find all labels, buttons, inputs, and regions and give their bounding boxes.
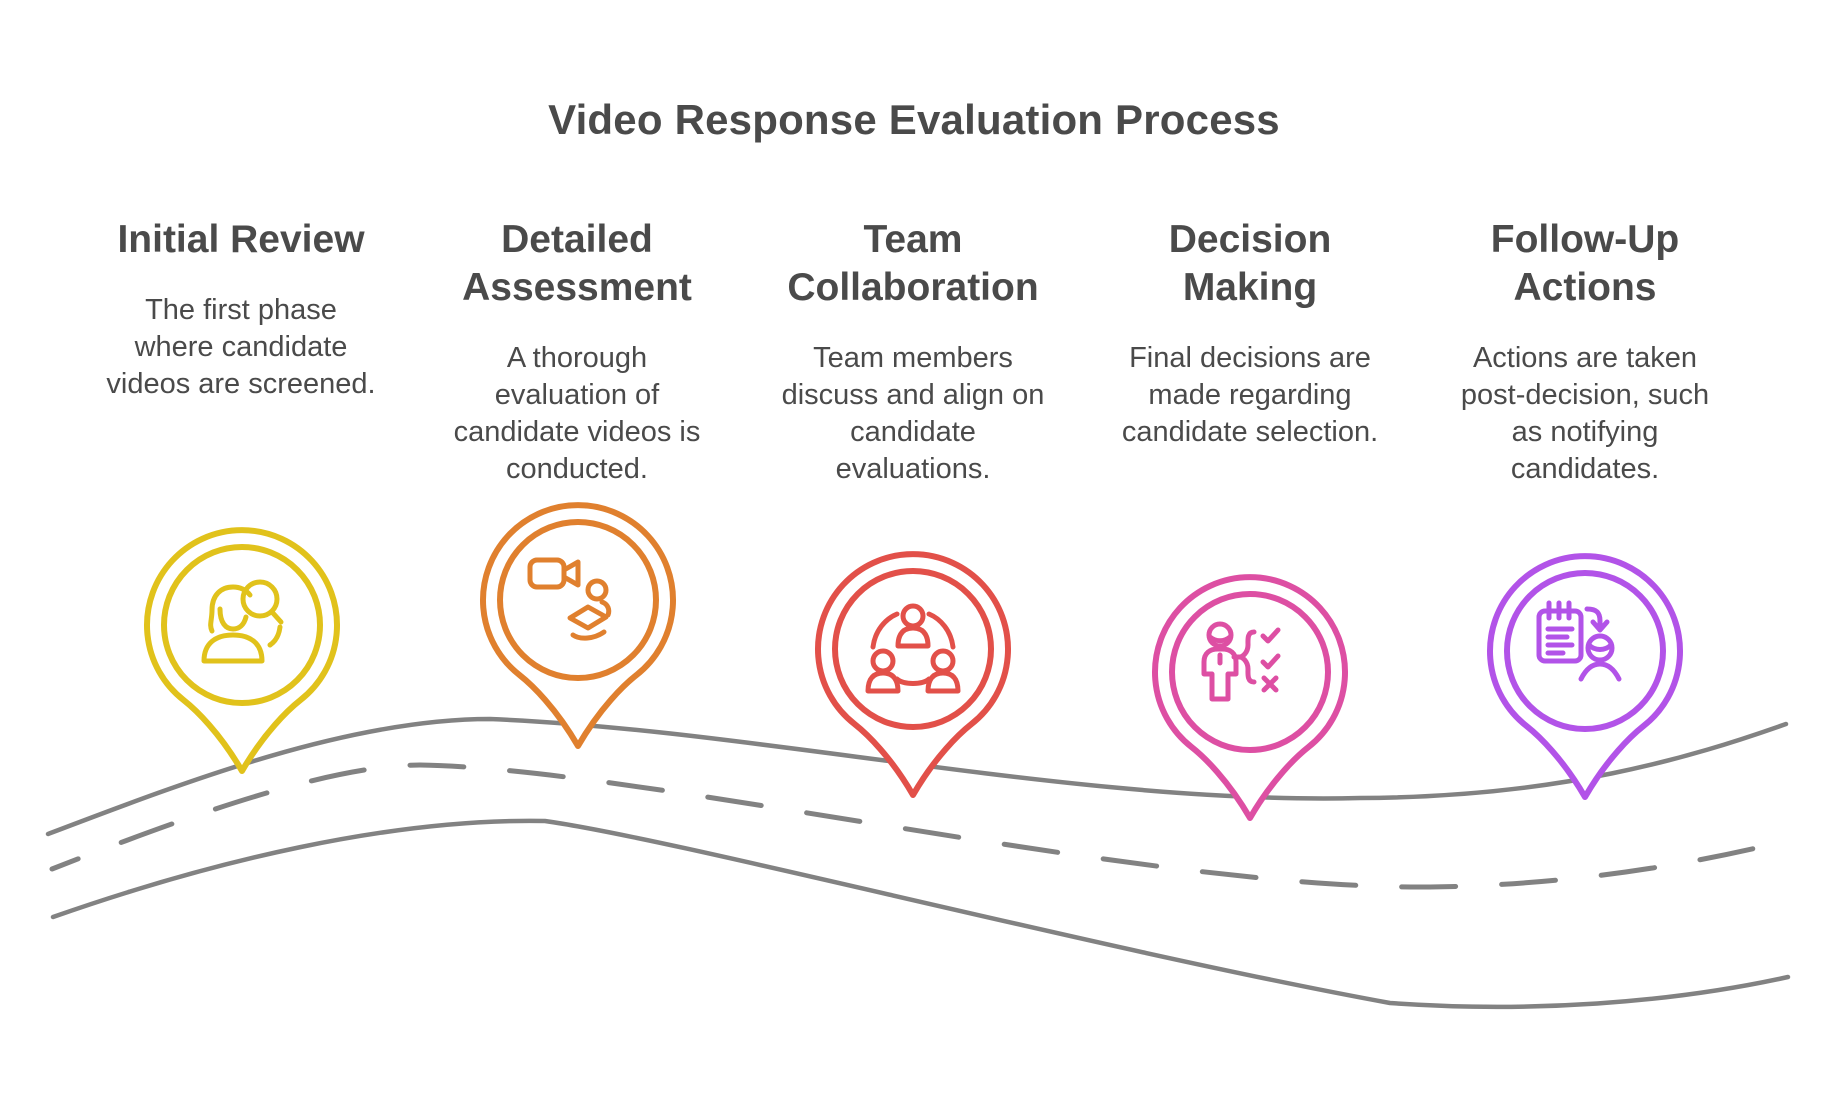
candidate-search-icon: [201, 579, 284, 664]
stage-pin-team-collaboration: [815, 551, 1011, 798]
stage-description: Team members discuss and align on candid…: [781, 341, 1045, 486]
stage-follow-up-actions: Follow-Up Actions Actions are taken post…: [1415, 216, 1755, 488]
stage-detailed-assessment: Detailed Assessment A thorough evaluatio…: [407, 216, 747, 488]
stage-initial-review: Initial Review The first phase where can…: [71, 216, 411, 403]
stage-heading: Decision Making: [1168, 218, 1332, 309]
stage-pin-follow-up-actions: [1487, 553, 1683, 800]
stage-description: The first phase where candidate videos a…: [106, 293, 376, 401]
stage-description: Final decisions are made regarding candi…: [1121, 341, 1379, 449]
stage-description: Actions are taken post-decision, such as…: [1460, 341, 1710, 486]
stage-heading: Initial Review: [117, 218, 365, 261]
team-network-icon: [865, 603, 961, 694]
stage-decision-making: Decision Making Final decisions are made…: [1080, 216, 1420, 451]
stage-pin-detailed-assessment: [480, 502, 676, 749]
stage-pin-initial-review: [144, 527, 340, 774]
decision-checklist-icon: [1201, 621, 1281, 702]
stage-heading: Team Collaboration: [787, 218, 1039, 309]
stage-description: A thorough evaluation of candidate video…: [453, 341, 701, 486]
stage-pin-decision-making: [1152, 574, 1348, 821]
stage-heading: Follow-Up Actions: [1490, 218, 1680, 309]
stage-team-collaboration: Team Collaboration Team members discuss …: [743, 216, 1083, 488]
video-review-icon: [527, 557, 612, 641]
notes-handoff-icon: [1536, 600, 1622, 682]
road-bottom-edge: [50, 818, 1791, 1010]
stage-heading: Detailed Assessment: [462, 218, 692, 309]
page-title: Video Response Evaluation Process: [548, 96, 1280, 143]
